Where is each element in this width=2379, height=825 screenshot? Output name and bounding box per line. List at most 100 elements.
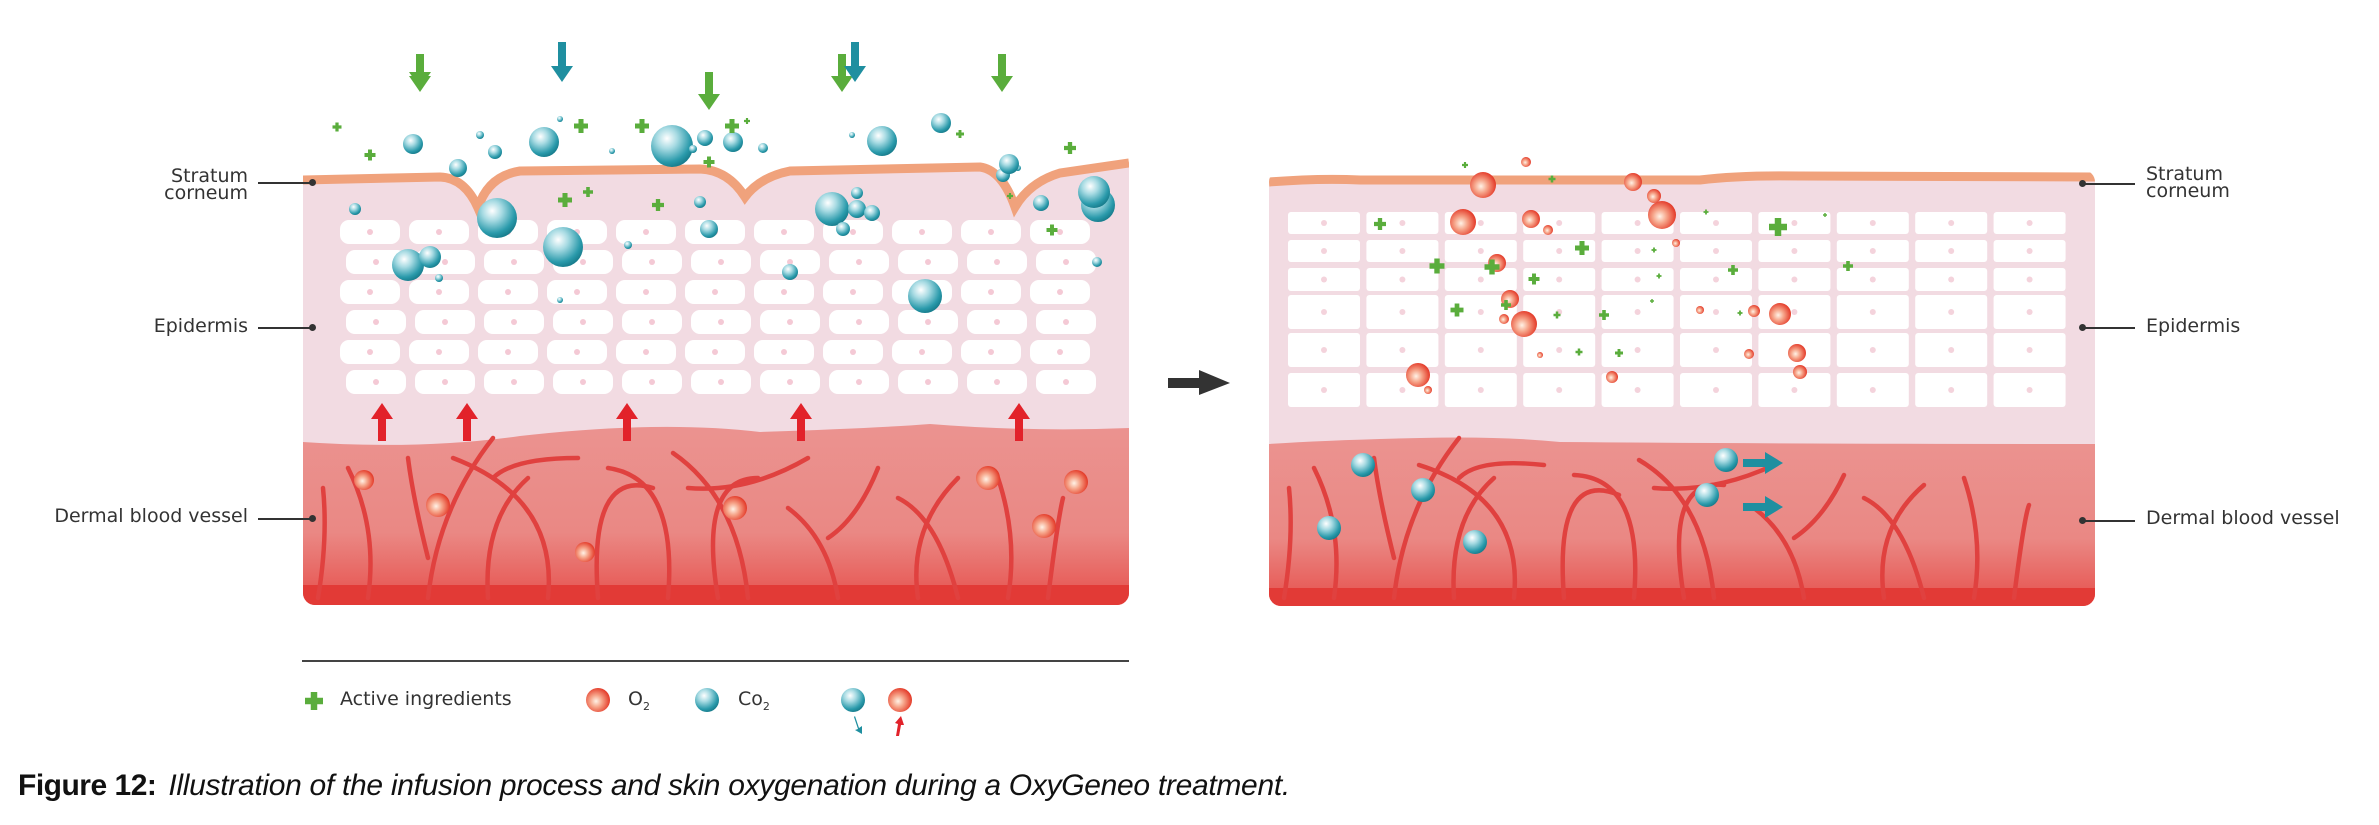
blood-vessel (895, 495, 961, 601)
active-ingredient-icon (574, 119, 588, 133)
o2-bubble-icon (1647, 189, 1661, 203)
right-epidermis-cells (1288, 212, 2066, 407)
active-ingredient-icon (1575, 241, 1589, 255)
cell-nucleus (856, 319, 862, 325)
co2-bubble-icon (908, 279, 942, 313)
cell-nucleus (1321, 347, 1327, 353)
o2-bubble-icon (1672, 239, 1680, 247)
label-line: Stratum (171, 165, 248, 187)
skin-oxygenation-diagram (302, 42, 2095, 736)
cell-nucleus (718, 259, 724, 265)
cell-nucleus (511, 259, 517, 265)
cell-nucleus (574, 349, 580, 355)
cell-nucleus (1556, 347, 1563, 353)
cell-nucleus (1791, 220, 1798, 226)
cell-nucleus (1948, 248, 1955, 254)
co2-bubble-icon (435, 274, 443, 282)
cell-nucleus (988, 289, 994, 295)
cell-nucleus (1321, 276, 1327, 283)
right-label-dermal-blood-vessel: Dermal blood vessel (2146, 507, 2340, 529)
cell-nucleus (1713, 276, 1719, 283)
cell-nucleus (925, 259, 931, 265)
down-arrow-icon (854, 716, 862, 734)
active-ingredient-icon (1484, 259, 1500, 275)
co2-bubble-icon (609, 148, 615, 154)
legend-co2-sub: 2 (762, 699, 770, 713)
cell-nucleus (919, 229, 925, 235)
o2-bubble-icon (1537, 352, 1543, 358)
cell-nucleus (436, 229, 442, 235)
co2-bubble-icon (931, 113, 951, 133)
cell-nucleus (367, 229, 373, 235)
cell-nucleus (1634, 309, 1641, 315)
cell-nucleus (2026, 347, 2033, 353)
cell-nucleus (1713, 220, 1719, 226)
cell-nucleus (1948, 276, 1955, 283)
cell-nucleus (1791, 276, 1798, 283)
co2-bubble-icon (419, 246, 441, 268)
co2-bubble-icon (1463, 530, 1487, 554)
cell-nucleus (1791, 387, 1798, 393)
left-epidermis-cells (340, 220, 1096, 394)
co2-bubble-icon (557, 116, 563, 122)
cell-nucleus (1477, 220, 1484, 226)
cell-nucleus (781, 349, 787, 355)
cell-nucleus (1948, 347, 1955, 353)
left-label-dermal-blood-vessel: Dermal blood vessel (54, 505, 248, 527)
co2-bubble-icon (841, 688, 865, 712)
cell-nucleus (436, 349, 442, 355)
co2-bubble-icon (999, 154, 1019, 174)
co2-bubble-icon (1411, 478, 1435, 502)
down-arrow-icon (831, 54, 853, 92)
cell-nucleus (1477, 309, 1484, 315)
cell-nucleus (1556, 220, 1563, 226)
active-ingredient-icon (1007, 193, 1013, 199)
left-skin-panel (303, 158, 1129, 605)
active-ingredient-icon (635, 119, 649, 133)
down-arrow-icon (551, 42, 573, 82)
o2-bubble-icon (1521, 157, 1531, 167)
o2-bubble-icon (1624, 173, 1642, 191)
left-stratum-corneum (303, 158, 1129, 221)
o2-bubble-icon (1511, 311, 1537, 337)
legend-o2-sub: 2 (642, 699, 650, 713)
cell-nucleus (1399, 347, 1406, 353)
blood-vessel (1961, 475, 1980, 601)
co2-bubble-icon (1092, 257, 1102, 267)
figure-caption: Figure 12:Illustration of the infusion p… (18, 768, 1290, 803)
active-ingredient-icon (583, 187, 593, 197)
cell-nucleus (1057, 349, 1063, 355)
cell-nucleus (2026, 248, 2033, 254)
blood-vessel (315, 485, 327, 601)
blood-vessel (594, 483, 656, 601)
cell-nucleus (580, 379, 586, 385)
cell-nucleus (850, 229, 856, 235)
caption-figure-label: Figure 12: (18, 769, 157, 802)
left-leader-epidermis (258, 324, 316, 330)
co2-bubble-icon (700, 220, 718, 238)
right-leader-epidermis (2079, 324, 2135, 330)
blood-vessel (1861, 495, 1927, 601)
blood-vessel (1751, 505, 1807, 601)
co2-bubble-icon (557, 297, 563, 303)
cell-nucleus (580, 259, 586, 265)
active-ingredient-icon (1462, 162, 1469, 168)
o2-bubble-icon (575, 542, 595, 562)
cell-nucleus (1869, 309, 1876, 315)
blood-vessel (1651, 462, 1777, 491)
co2-bubble-icon (689, 145, 697, 153)
active-ingredient-icon (1823, 213, 1827, 217)
o2-bubble-icon (586, 688, 610, 712)
o2-bubble-icon (1499, 314, 1509, 324)
co2-bubble-icon (624, 241, 632, 249)
legend-o2-text: O (628, 688, 643, 710)
cell-nucleus (1556, 248, 1563, 254)
cell-nucleus (850, 349, 856, 355)
cell-nucleus (994, 379, 1000, 385)
co2-bubble-icon (867, 126, 897, 156)
left-label-stratum-corneum: Stratum corneum (120, 165, 248, 203)
cell-nucleus (718, 319, 724, 325)
blood-vessel (450, 455, 552, 601)
cell-nucleus (1556, 387, 1563, 393)
o2-bubble-icon (1406, 363, 1430, 387)
